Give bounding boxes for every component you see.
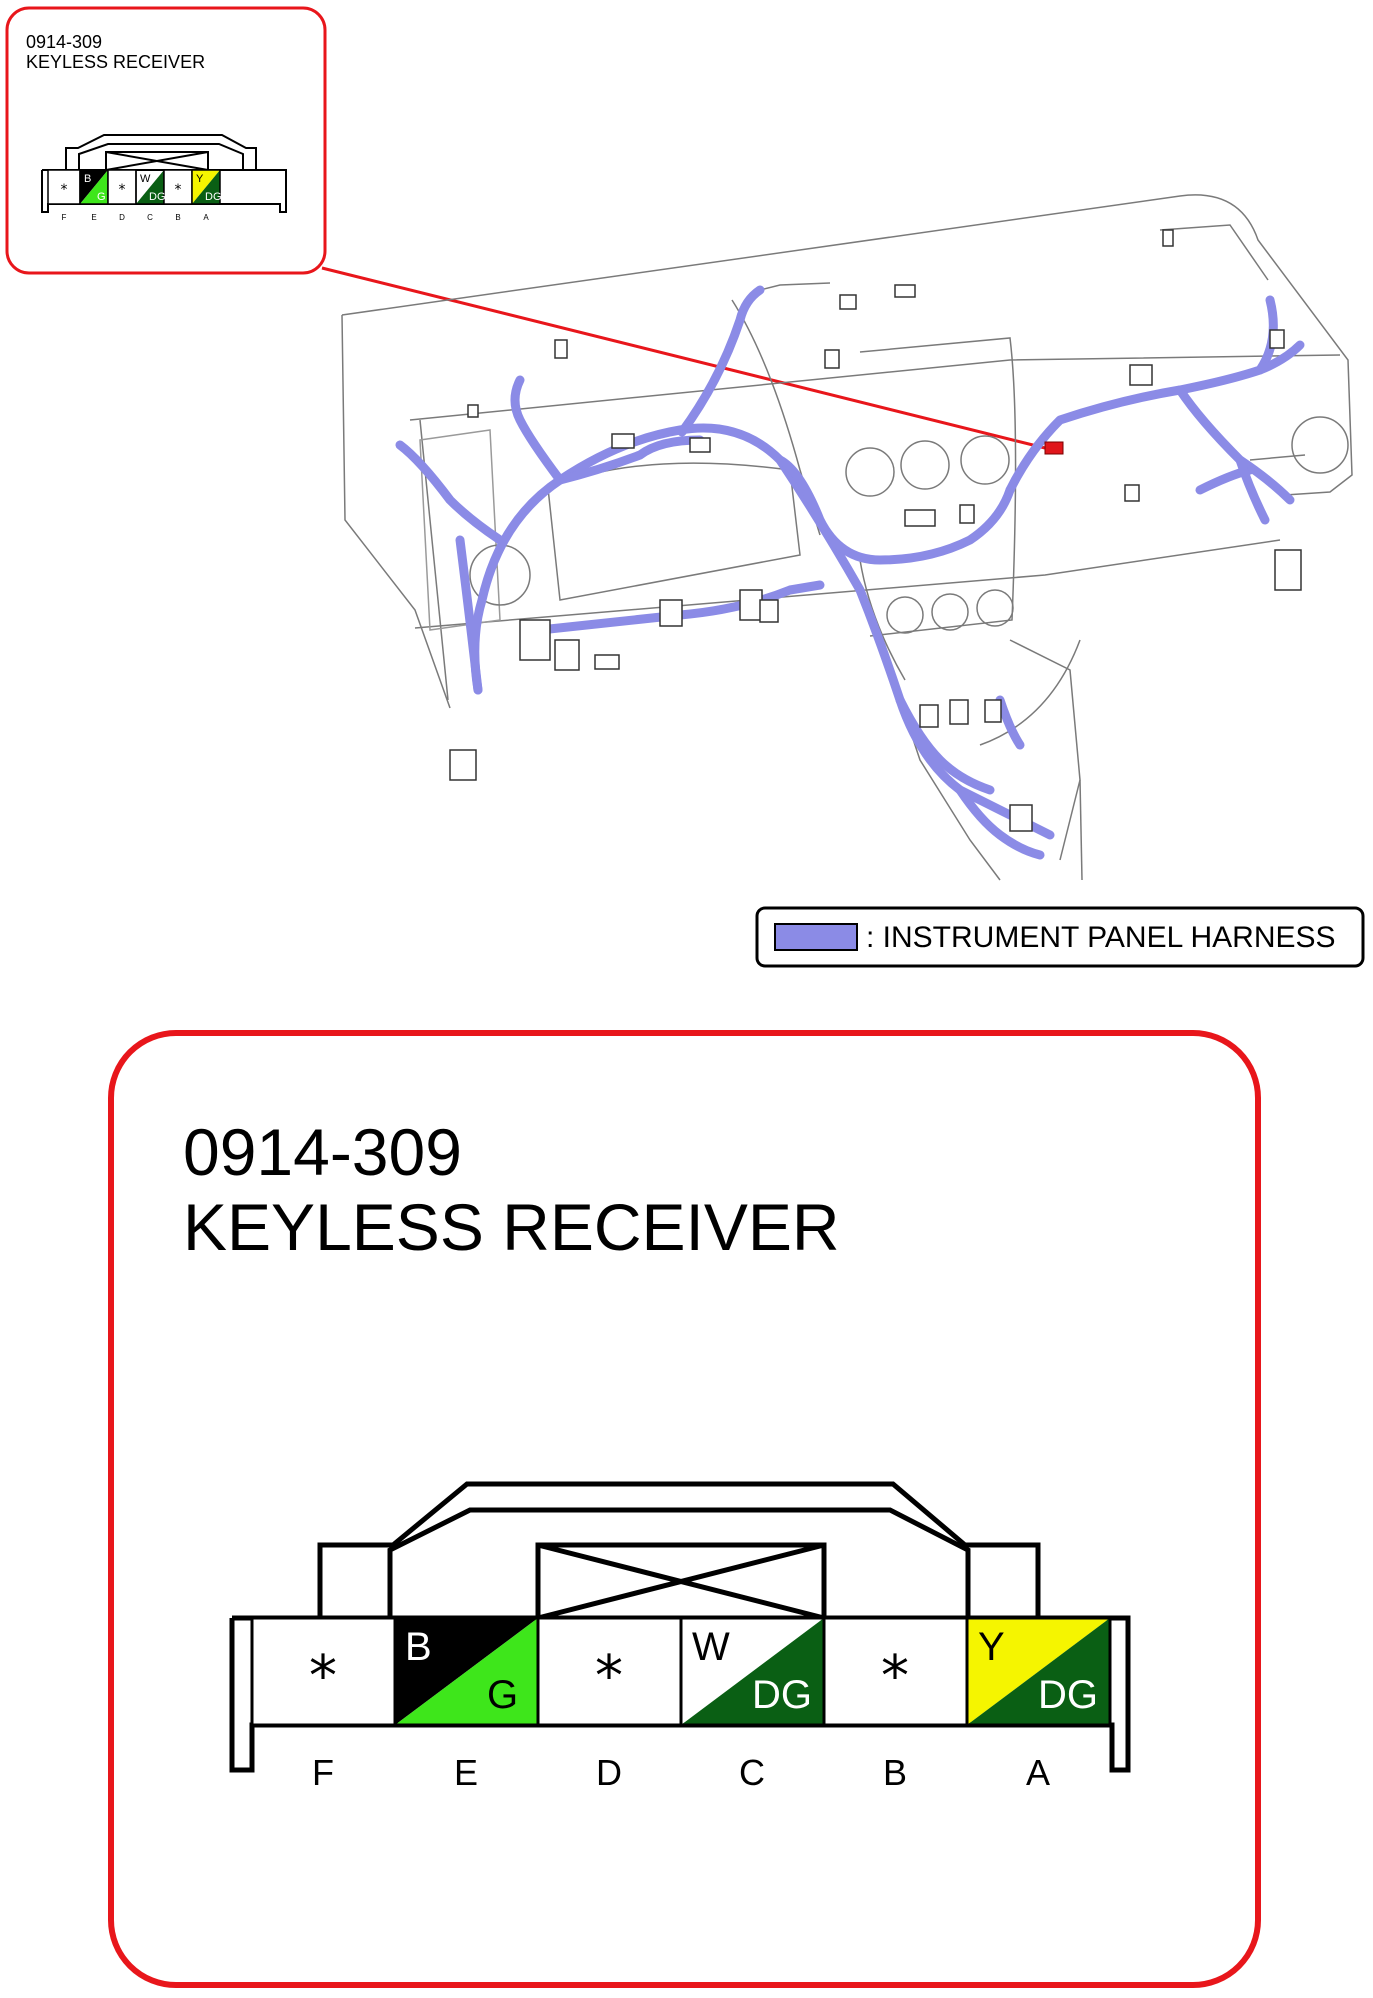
connector-name: KEYLESS RECEIVER xyxy=(183,1190,840,1264)
small-connector-name: KEYLESS RECEIVER xyxy=(26,52,205,72)
pin-a-top: Y xyxy=(978,1625,1005,1669)
small-pin-a-bottom: DG xyxy=(205,191,222,203)
small-connector-code: 0914-309 xyxy=(26,32,102,52)
pin-cells xyxy=(250,1616,1112,1727)
connector-code: 0914-309 xyxy=(183,1115,462,1189)
pin-label-a: A xyxy=(1026,1752,1050,1793)
pin-e-bottom: G xyxy=(487,1673,518,1717)
small-pin-a-top: Y xyxy=(196,173,204,185)
pin-c-top: W xyxy=(692,1625,730,1669)
small-pin-e-top: B xyxy=(84,173,91,185)
pin-cell-d xyxy=(536,1616,683,1727)
pin-c-bottom: DG xyxy=(752,1673,812,1717)
pin-wire-text: * B G * W DG * Y DG xyxy=(309,1625,1098,1717)
small-pin-labels: F E D C B A xyxy=(62,213,210,222)
pin-label-e: E xyxy=(454,1752,478,1793)
instrument-panel-harness xyxy=(395,285,1305,860)
pin-labels: F E D C B A xyxy=(312,1752,1050,1793)
pin-cell-e xyxy=(393,1616,540,1727)
pin-cell-c xyxy=(679,1616,826,1727)
small-pin-label-f: F xyxy=(62,213,67,222)
callout-leader-line xyxy=(321,266,1046,450)
small-pin-f-wire: * xyxy=(61,182,68,198)
small-pin-label-c: C xyxy=(147,213,153,222)
pin-b-wire: * xyxy=(881,1644,909,1709)
small-pin-cells xyxy=(47,169,221,205)
small-pin-label-e: E xyxy=(91,213,96,222)
small-pin-label-d: D xyxy=(119,213,125,222)
pin-cell-a xyxy=(965,1616,1112,1727)
harness-connectors xyxy=(449,229,1302,832)
instrument-panel-illustration xyxy=(341,194,1353,881)
small-pin-e-bottom: G xyxy=(97,191,106,203)
small-connector-callout: 0914-309 KEYLESS RECEIVER xyxy=(5,6,327,275)
small-pin-text: * B G * W DG * Y DG xyxy=(61,173,222,203)
pin-f-wire: * xyxy=(309,1644,337,1709)
small-pin-c-top: W xyxy=(140,173,151,185)
pin-cell-b xyxy=(822,1616,969,1727)
small-pin-label-b: B xyxy=(175,213,180,222)
pin-label-b: B xyxy=(883,1752,907,1793)
legend: : INSTRUMENT PANEL HARNESS xyxy=(755,906,1365,968)
small-connector-face xyxy=(41,134,287,213)
pin-a-bottom: DG xyxy=(1038,1673,1098,1717)
dashboard-vents xyxy=(469,416,1349,634)
pin-d-wire: * xyxy=(595,1644,623,1709)
pin-label-f: F xyxy=(312,1752,334,1793)
keyless-receiver-location xyxy=(1044,441,1064,455)
legend-harness-swatch xyxy=(774,923,858,951)
small-pin-d-wire: * xyxy=(119,182,126,198)
small-pin-b-wire: * xyxy=(175,182,182,198)
small-pin-label-a: A xyxy=(203,213,209,222)
legend-text: : INSTRUMENT PANEL HARNESS xyxy=(866,921,1336,954)
small-pin-c-bottom: DG xyxy=(149,191,166,203)
pin-e-top: B xyxy=(405,1625,432,1669)
large-connector-callout: 0914-309 KEYLESS RECEIVER xyxy=(108,1030,1261,1988)
pin-label-c: C xyxy=(739,1752,765,1793)
pin-label-d: D xyxy=(596,1752,622,1793)
connector-housing xyxy=(229,1481,1131,1773)
